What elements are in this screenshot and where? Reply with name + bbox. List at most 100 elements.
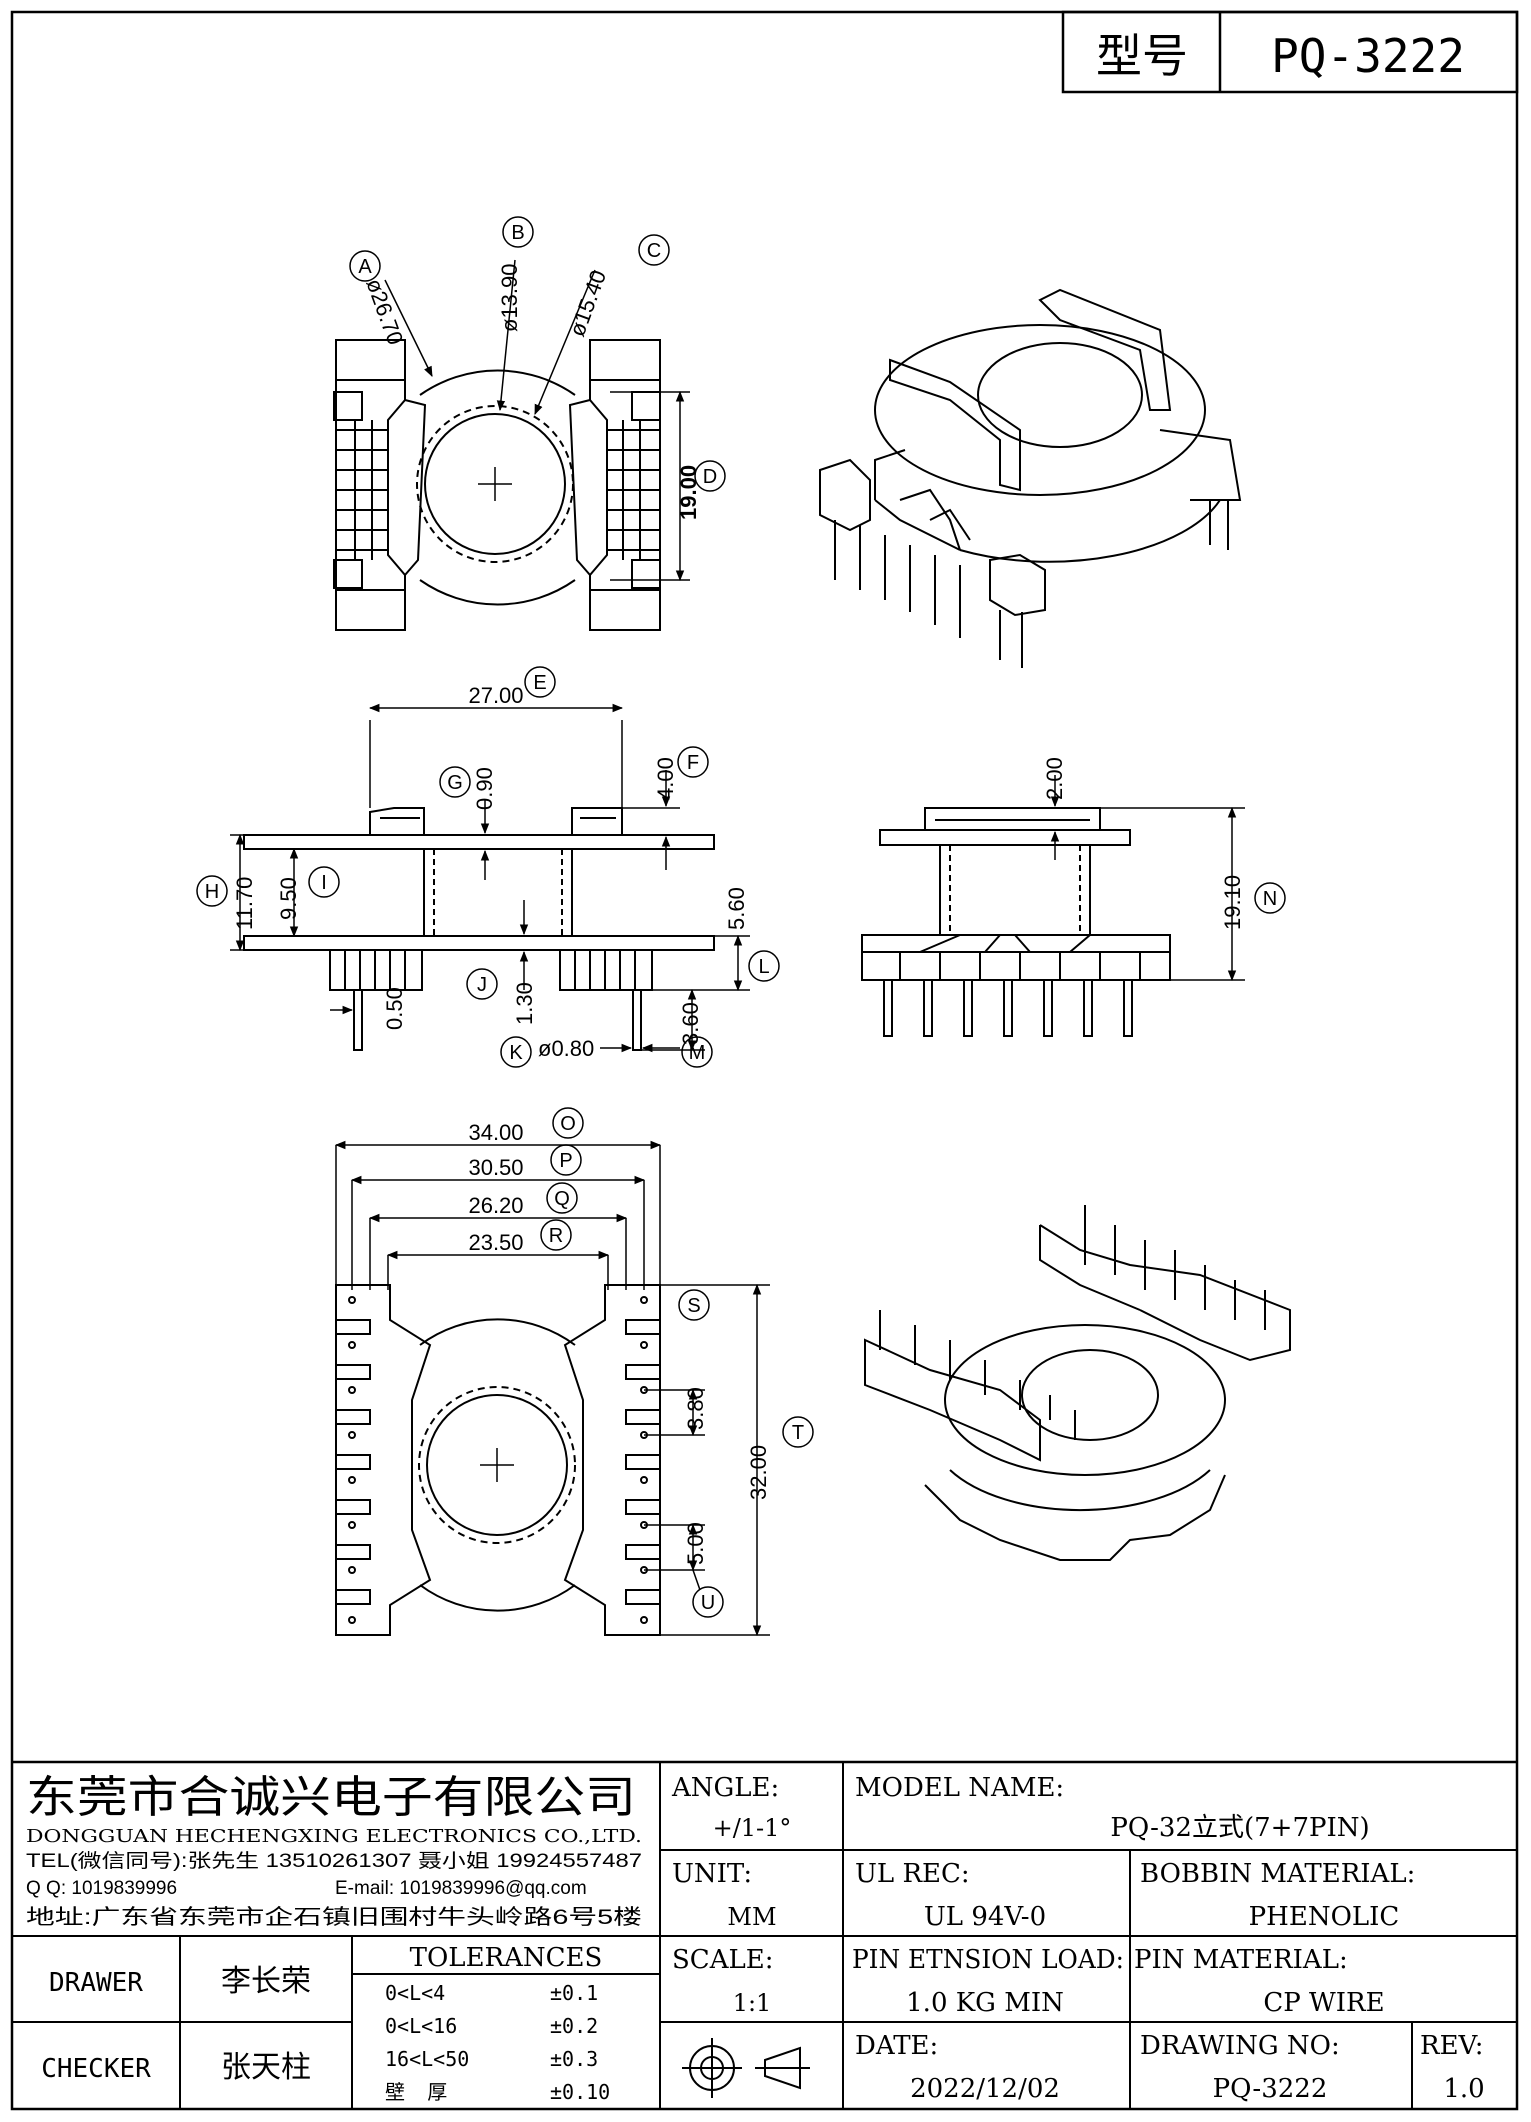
company-tel: TEL(微信同号):张先生 13510261307 聂小姐 1992455748… [26, 1850, 642, 1872]
pin-load-label: PIN ETNSION LOAD: [852, 1945, 1124, 1975]
dim-S-text: 3.80 [683, 1387, 708, 1430]
dim-D-text: 19.00 [676, 465, 701, 520]
unit-label: UNIT: [672, 1859, 752, 1889]
dim-Q-text: 26.20 [468, 1193, 523, 1218]
callout-J: J [466, 968, 498, 1000]
svg-text:F: F [687, 752, 699, 774]
callout-U: U [692, 1586, 724, 1618]
dim-P-text: 30.50 [468, 1155, 523, 1180]
date-label: DATE: [855, 2031, 938, 2061]
tolerance-range-0: 0<L<4 [385, 1981, 445, 2005]
callout-I: I [308, 866, 340, 898]
dim-H-text: 11.70 [232, 877, 257, 930]
svg-text:E: E [533, 672, 546, 694]
svg-text:Q: Q [554, 1188, 570, 1210]
rev-value: 1.0 [1443, 2074, 1484, 2104]
svg-text:B: B [511, 222, 524, 244]
dim-N-text: 19.10 [1220, 875, 1245, 930]
svg-text:T: T [792, 1422, 804, 1444]
callout-K: K [500, 1036, 532, 1068]
callout-C: C [638, 234, 670, 266]
angle-value: +/1-1° [713, 1814, 792, 1842]
checker-value: 张天柱 [221, 2051, 311, 2084]
svg-text:I: I [321, 872, 327, 894]
svg-text:J: J [477, 974, 487, 996]
pin-load-value: 1.0 KG MIN [906, 1988, 1064, 2018]
svg-text:C: C [647, 240, 661, 262]
tolerance-value-1: ±0.2 [550, 2014, 598, 2038]
company-name-en: DONGGUAN HECHENGXING ELECTRONICS CO.,LTD… [26, 1826, 642, 1847]
svg-text:P: P [559, 1150, 572, 1172]
bottom-view [334, 1140, 770, 1637]
ul-rec-value: UL 94V-0 [924, 1902, 1046, 1932]
tolerance-range-2: 16<L<50 [385, 2047, 469, 2071]
tolerances-title: TOLERANCES [410, 1943, 603, 1973]
dim-J-text: 1.30 [512, 982, 537, 1025]
angle-label: ANGLE: [671, 1773, 779, 1803]
svg-text:U: U [701, 1592, 715, 1614]
dim-R-text: 23.50 [468, 1230, 523, 1255]
svg-text:S: S [687, 1295, 700, 1317]
svg-text:H: H [205, 881, 219, 903]
svg-text:D: D [703, 466, 717, 488]
callout-H: H [196, 875, 228, 907]
callout-D: D [694, 460, 726, 492]
bobbin-material-value: PHENOLIC [1249, 1902, 1400, 1932]
callout-P: P [550, 1144, 582, 1176]
dim-L-text: 5.60 [724, 887, 749, 930]
model-box-label: 型号 [1096, 30, 1188, 82]
callout-M: M [681, 1036, 713, 1068]
svg-text:L: L [758, 956, 769, 978]
dim-O-text: 34.00 [468, 1120, 523, 1145]
dim-E-text: 27.00 [468, 683, 523, 708]
rev-label: REV: [1420, 2031, 1483, 2061]
top-view [333, 259, 690, 631]
tolerance-value-3: ±0.10 [550, 2080, 610, 2104]
dim-K-text: ø0.80 [538, 1036, 594, 1061]
model-name-label: MODEL NAME: [855, 1773, 1064, 1803]
sheet-border [10, 10, 1519, 2111]
svg-text:K: K [509, 1042, 523, 1064]
callout-E: E [524, 666, 556, 698]
iso-view-bottom [864, 1205, 1291, 1561]
drawer-label: DRAWER [49, 1968, 143, 1998]
model-box: 型号 PQ-3222 [1061, 10, 1519, 94]
side-view [861, 775, 1245, 1037]
unit-value: MM [727, 1903, 776, 1931]
dim-I-text: 9.50 [276, 877, 301, 920]
tolerance-range-1: 0<L<16 [385, 2014, 457, 2038]
callout-T: T [782, 1416, 814, 1448]
model-name-value: PQ-32立式(7+7PIN) [1110, 1813, 1369, 1843]
model-box-value: PQ-3222 [1271, 29, 1465, 83]
drawer-value: 李长荣 [221, 1965, 311, 1998]
svg-text:G: G [447, 772, 463, 794]
company-address: 地址:广东省东莞市企石镇旧围村牛头岭路6号5楼 [26, 1906, 642, 1929]
drawing-no-label: DRAWING NO: [1140, 2031, 1340, 2061]
tolerance-value-2: ±0.3 [550, 2047, 598, 2071]
callout-O: O [552, 1107, 584, 1139]
ul-rec-label: UL REC: [855, 1859, 970, 1889]
dim-B-text: ø13.90 [497, 264, 522, 333]
pin-material-value: CP WIRE [1263, 1988, 1384, 2018]
svg-text:O: O [560, 1113, 576, 1135]
front-view [230, 703, 750, 1053]
dim-G-text: 0.90 [472, 767, 497, 810]
bobbin-material-label: BOBBIN MATERIAL: [1140, 1859, 1415, 1889]
date-value: 2022/12/02 [910, 2074, 1060, 2104]
dim-U-text: 5.00 [683, 1522, 708, 1565]
title-block [12, 1760, 1517, 2109]
scale-value: 1:1 [733, 1989, 772, 2017]
svg-text:M: M [689, 1042, 706, 1064]
dim-pin-offset-text: 0.50 [382, 987, 407, 1030]
checker-label: CHECKER [41, 2054, 151, 2084]
callout-F: F [677, 746, 709, 778]
callout-A: A [349, 250, 381, 282]
callout-R: R [540, 1219, 572, 1251]
company-email: E-mail: 1019839996@qq.com [335, 1878, 587, 1899]
callout-L: L [748, 950, 780, 982]
dim-F-text: 4.00 [653, 757, 678, 800]
callout-N: N [1254, 882, 1286, 914]
svg-text:N: N [1263, 888, 1277, 910]
dim-side-top-text: 2.00 [1042, 757, 1067, 800]
